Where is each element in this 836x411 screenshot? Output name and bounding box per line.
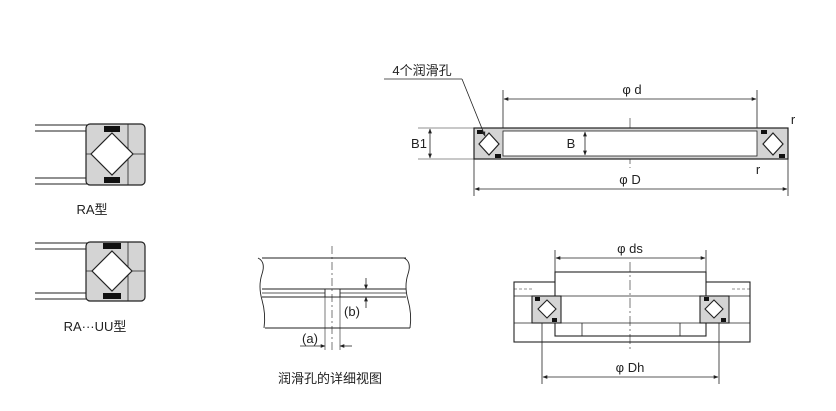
- dim-phi-Dh: φ Dh: [616, 360, 645, 375]
- rauu-roller: [91, 250, 133, 292]
- lub-hole-detail-view: [257, 246, 412, 352]
- dim-a: (a): [302, 331, 318, 346]
- seal-top: [103, 243, 121, 249]
- dim-B: B: [567, 136, 576, 151]
- rauu-type-view: [35, 241, 146, 302]
- dim-B1: B1: [411, 136, 427, 151]
- roller-right: [762, 132, 784, 156]
- lub-holes-callout: 4个润滑孔: [392, 63, 451, 78]
- mount-roller-right: [704, 299, 724, 319]
- radius-r-top: r: [791, 112, 796, 127]
- lub-detail-caption: 润滑孔的详细视图: [278, 371, 382, 386]
- seal-bottom: [103, 293, 121, 299]
- mount-roller-left: [537, 299, 557, 319]
- roller-left: [478, 132, 500, 156]
- dim-phi-d: φ d: [622, 82, 641, 97]
- dim-phi-ds: φ ds: [617, 241, 643, 256]
- rauu-caption: RA···UU型: [64, 319, 127, 334]
- dim-b: (b): [344, 304, 360, 319]
- radius-r-bottom: r: [756, 162, 761, 177]
- ra-roller: [90, 132, 134, 176]
- ra-caption: RA型: [76, 202, 107, 217]
- main-section-view: [384, 78, 789, 196]
- mounting-section-view: [513, 250, 751, 384]
- ra-type-view: [35, 123, 146, 186]
- lub-hole: [324, 288, 341, 298]
- dim-phi-D: φ D: [619, 172, 640, 187]
